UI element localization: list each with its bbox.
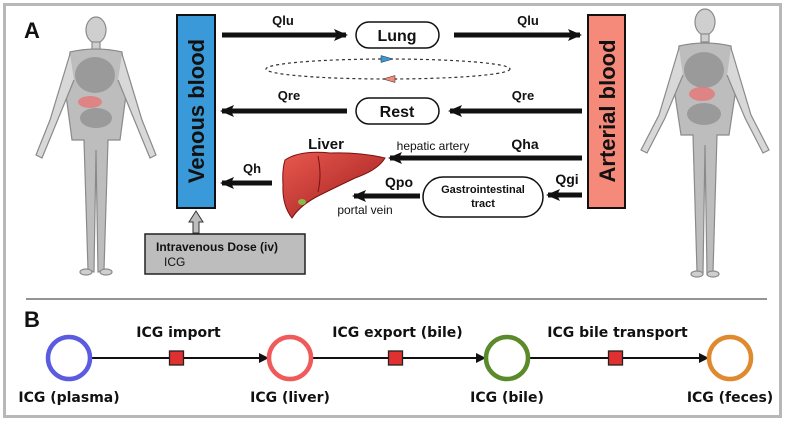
liver-label: Liver (308, 136, 344, 153)
iv-dose-arrow-icon (188, 210, 204, 234)
species-node (706, 334, 754, 382)
hepatic-artery-label: hepatic artery (397, 139, 470, 153)
arterial-blood-label: Arterial blood (595, 39, 620, 182)
panel-b-label: B (24, 307, 40, 332)
species-node (483, 334, 531, 382)
rest-label: Rest (380, 104, 415, 121)
gallbladder-icon (298, 199, 306, 205)
reaction-label: ICG export (bile) (332, 325, 462, 341)
reaction-label: ICG import (136, 325, 221, 341)
circulation-cycle (265, 58, 511, 80)
species-label: ICG (feces) (687, 390, 773, 406)
iv-dose-substance: ICG (164, 255, 185, 269)
lung-label: Lung (377, 28, 416, 45)
qha-label: Qha (511, 136, 538, 152)
gi-tract-label-line1: Gastrointestinal (441, 184, 525, 196)
iv-dose-title: Intravenous Dose (iv) (156, 240, 278, 254)
iv-dose-box (144, 233, 306, 275)
species-node (266, 334, 314, 382)
venous-blood-compartment (176, 14, 216, 209)
qlu-out-label: Qlu (517, 13, 539, 28)
gi-tract-label-line2: tract (471, 198, 495, 210)
gi-tract-compartment (422, 176, 544, 218)
reaction-label: ICG bile transport (547, 325, 688, 341)
arterial-blood-compartment (587, 14, 626, 209)
reaction-node-icon (387, 350, 404, 366)
species-label: ICG (bile) (470, 390, 544, 406)
species-label: ICG (liver) (250, 390, 330, 406)
figure-frame (3, 3, 782, 418)
lung-compartment (355, 21, 440, 49)
rest-compartment (355, 97, 440, 125)
species-label: ICG (plasma) (18, 390, 119, 406)
reaction-node-icon (168, 350, 185, 366)
qre-in-label: Qre (512, 88, 534, 103)
species-node (45, 334, 93, 382)
cycle-arrow-blue-icon (380, 55, 394, 63)
qre-out-label: Qre (278, 88, 300, 103)
icg-reaction-network: ICG import ICG export (bile) ICG bile tran… (18, 325, 773, 406)
portal-vein-label: portal vein (337, 203, 392, 217)
venous-blood-label: Venous blood (184, 39, 209, 183)
qlu-in-label: Qlu (272, 13, 294, 28)
reaction-node-icon (607, 350, 624, 366)
qgi-label: Qgi (555, 171, 578, 187)
human-body-right-icon (640, 8, 770, 278)
liver-icon (282, 151, 386, 219)
qpo-label: Qpo (385, 174, 413, 190)
human-body-left-icon (35, 16, 157, 276)
qh-label: Qh (243, 161, 261, 176)
cycle-arrow-red-icon (382, 75, 396, 83)
panel-a-label: A (24, 18, 40, 43)
